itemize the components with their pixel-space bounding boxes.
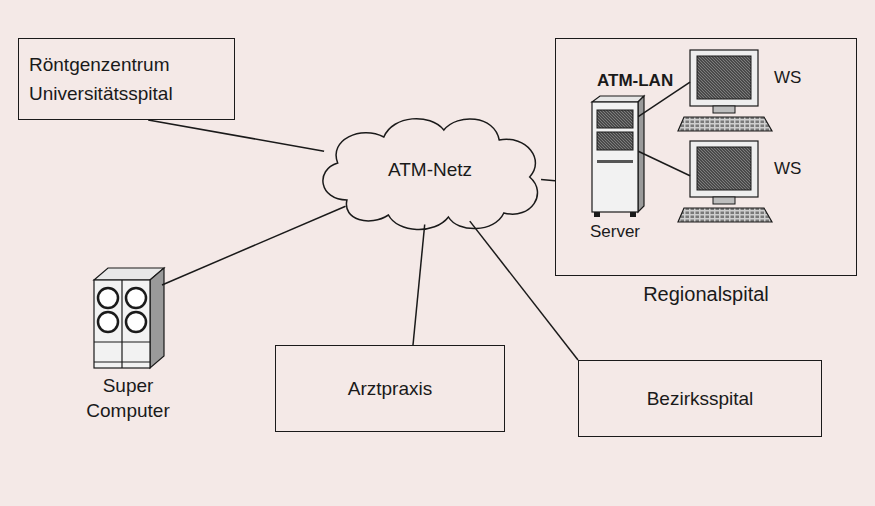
server-tower-part bbox=[597, 110, 633, 128]
node-label: Super Computer bbox=[68, 374, 188, 423]
network-link bbox=[162, 206, 346, 285]
workstation-2-part bbox=[697, 147, 751, 190]
workstation-1-part bbox=[697, 56, 751, 99]
supercomputer-icon-part bbox=[126, 312, 146, 332]
server-tower-part bbox=[597, 160, 633, 163]
server-tower-part bbox=[594, 212, 600, 217]
workstation-2-part bbox=[713, 197, 735, 204]
network-link bbox=[638, 151, 690, 175]
site-box: Arztpraxis bbox=[275, 345, 505, 432]
workstation-node: WS bbox=[676, 137, 816, 225]
workstation-2-part bbox=[690, 141, 758, 197]
workstation-node: WS bbox=[676, 46, 816, 134]
workstation-1 bbox=[678, 50, 772, 131]
supercomputer-icon-part bbox=[94, 362, 150, 363]
node-label: Server bbox=[576, 222, 654, 242]
server-node: Server bbox=[588, 98, 642, 242]
workstation-1-part bbox=[690, 50, 758, 106]
workstation-2-part bbox=[678, 208, 772, 222]
workstation-1-part bbox=[713, 106, 735, 113]
network-label: ATM-LAN bbox=[597, 71, 673, 91]
network-link bbox=[541, 180, 555, 181]
supercomputer-icon-part bbox=[94, 342, 150, 343]
server-tower bbox=[592, 96, 644, 217]
network-cloud-node: ATM-Netz bbox=[310, 105, 550, 235]
server-tower-part bbox=[592, 96, 644, 102]
workstation-2 bbox=[678, 141, 772, 222]
site-box: Röntgenzentrum Universitätsspital bbox=[18, 38, 235, 120]
supercomputer-icon-part bbox=[94, 280, 150, 368]
server-tower-part bbox=[630, 212, 636, 217]
supercomputer-icon-part bbox=[98, 288, 118, 308]
node-label: Bezirksspital bbox=[647, 384, 754, 413]
network-cloud-part bbox=[323, 119, 538, 230]
node-label: ATM-Netz bbox=[388, 155, 472, 184]
supercomputer-icon-part bbox=[121, 280, 122, 368]
node-label: Arztpraxis bbox=[348, 374, 432, 403]
supercomputer-icon-part bbox=[98, 312, 118, 332]
supercomputer-icon bbox=[94, 268, 164, 368]
node-label: Regionalspital bbox=[556, 279, 856, 310]
network-link bbox=[148, 120, 324, 151]
site-box: Bezirksspital bbox=[578, 360, 822, 437]
node-label: WS bbox=[774, 159, 801, 179]
node-label: WS bbox=[774, 68, 801, 88]
server-tower-part bbox=[592, 102, 638, 212]
supercomputer-icon-part bbox=[150, 268, 164, 368]
workstation-1-part bbox=[678, 117, 772, 131]
supercomputer-icon-part bbox=[126, 288, 146, 308]
server-tower-part bbox=[597, 132, 633, 150]
supercomputer-node: Super Computer bbox=[78, 262, 178, 432]
node-label: Röntgenzentrum Universitätsspital bbox=[29, 50, 223, 109]
network-cloud bbox=[323, 119, 538, 230]
network-link bbox=[413, 225, 425, 345]
network-link bbox=[470, 221, 578, 360]
